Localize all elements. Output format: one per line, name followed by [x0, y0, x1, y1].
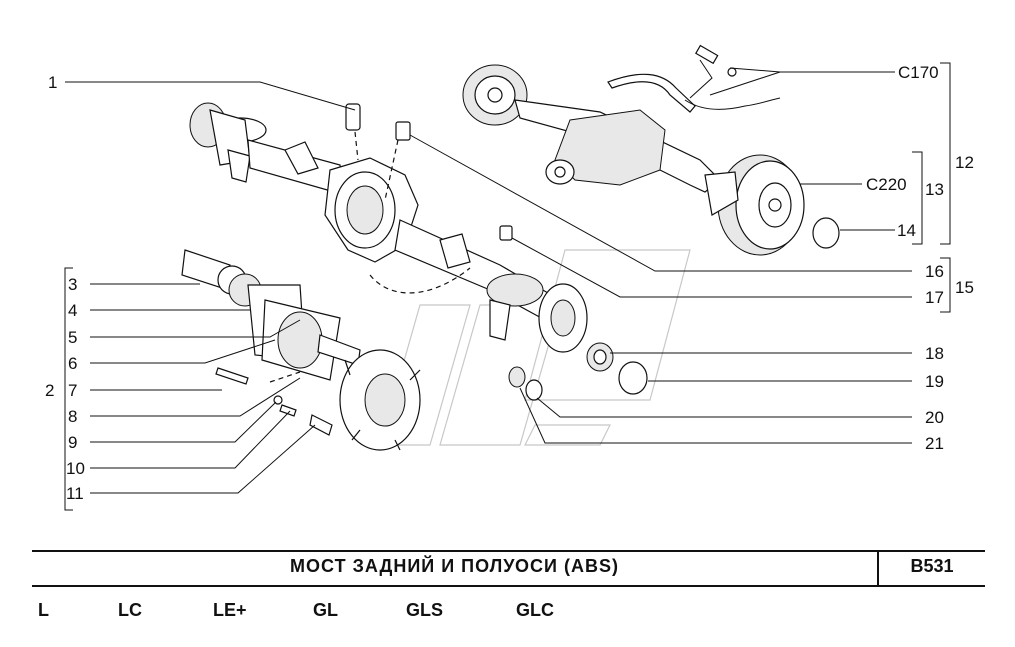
callout-3: 3: [68, 275, 77, 294]
variant-gls: GLS: [406, 600, 444, 620]
half-shaft-illustration: [181, 249, 421, 451]
section-code: B531: [910, 556, 954, 576]
callout-16: 16: [925, 262, 944, 281]
leader-lines: [64, 62, 951, 511]
exploded-parts-diagram: 1 2 3 4 5 6 7 8 9 10 11 12 13 14 15 16 1…: [45, 44, 974, 511]
assembled-axle-illustration: [462, 44, 840, 256]
title-divider: [877, 552, 879, 585]
callout-15: 15: [955, 278, 974, 297]
callout-1: 1: [48, 73, 57, 92]
variant-le-plus: LE+: [213, 600, 247, 620]
bearing-parts-illustration: [508, 342, 648, 401]
title-bar: МОСТ ЗАДНИЙ И ПОЛУОСИ (ABS) B531: [32, 550, 985, 587]
callout-2: 2: [45, 381, 54, 400]
callout-c170: C170: [898, 63, 939, 82]
callout-12: 12: [955, 153, 974, 172]
callout-5: 5: [68, 328, 77, 347]
callout-17: 17: [925, 288, 944, 307]
variant-l: L: [38, 600, 49, 620]
variant-glc: GLC: [516, 600, 554, 620]
callout-14: 14: [897, 221, 916, 240]
callout-10: 10: [66, 459, 85, 478]
variant-lc: LC: [118, 600, 142, 620]
variant-gl: GL: [313, 600, 338, 620]
callout-labels: 1 2 3 4 5 6 7 8 9 10 11 12 13 14 15 16 1…: [45, 63, 974, 503]
callout-11: 11: [66, 484, 84, 503]
callout-c220: C220: [866, 175, 907, 194]
callout-18: 18: [925, 344, 944, 363]
callout-19: 19: [925, 372, 944, 391]
callout-4: 4: [68, 301, 77, 320]
callout-8: 8: [68, 407, 77, 426]
callout-13: 13: [925, 180, 944, 199]
callout-6: 6: [68, 354, 77, 373]
trim-variants: L LC LE+ GL GLS GLC: [0, 600, 1015, 626]
callout-20: 20: [925, 408, 944, 427]
callout-7: 7: [68, 381, 77, 400]
exploded-axle-illustration: [189, 102, 588, 353]
page-title: МОСТ ЗАДНИЙ И ПОЛУОСИ (ABS): [290, 556, 619, 576]
callout-9: 9: [68, 433, 77, 452]
callout-21: 21: [925, 434, 944, 453]
